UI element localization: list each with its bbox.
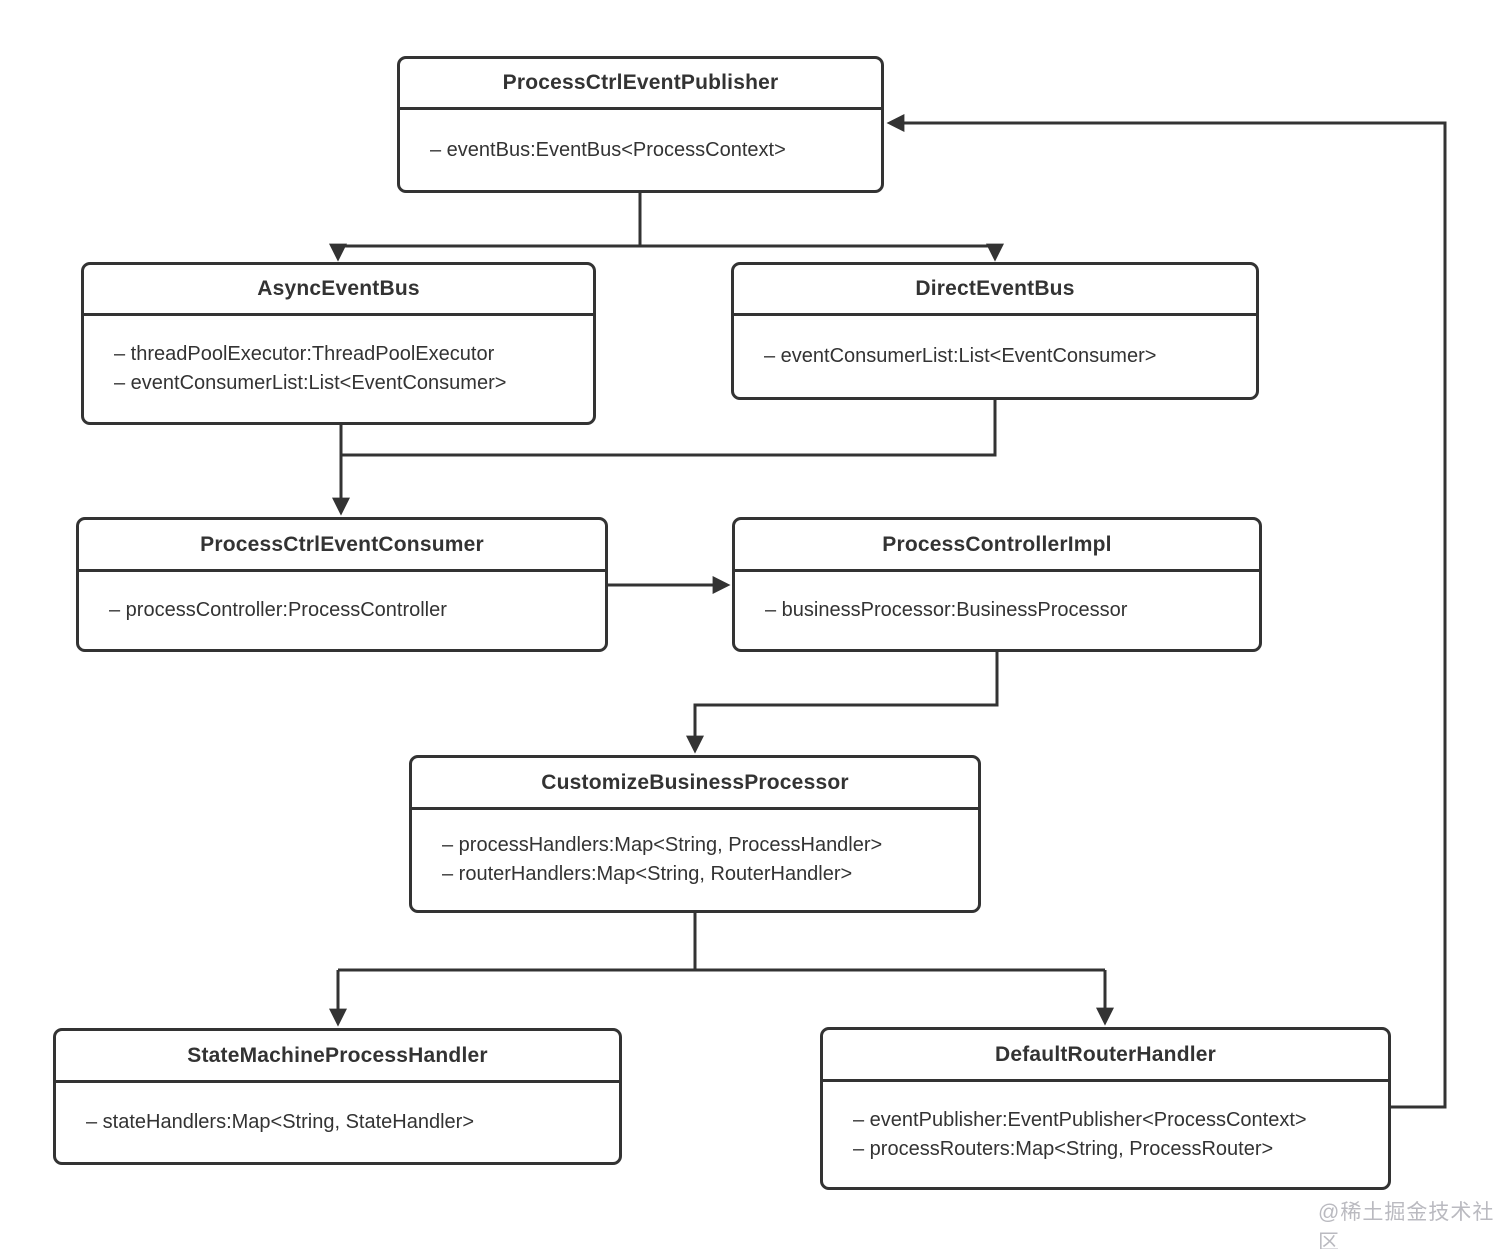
- class-attributes: – processHandlers:Map<String, ProcessHan…: [412, 810, 978, 910]
- class-title: ProcessControllerImpl: [735, 520, 1259, 572]
- class-box-process-ctrl-event-consumer: ProcessCtrlEventConsumer – processContro…: [76, 517, 608, 652]
- class-attribute: – eventBus:EventBus<ProcessContext>: [430, 138, 786, 161]
- class-title: CustomizeBusinessProcessor: [412, 758, 978, 810]
- class-attributes: – eventBus:EventBus<ProcessContext>: [400, 110, 881, 190]
- class-title: ProcessCtrlEventPublisher: [400, 59, 881, 110]
- class-box-state-machine-process-handler: StateMachineProcessHandler – stateHandle…: [53, 1028, 622, 1165]
- arrow-controller-impl-to-customize-processor: [686, 652, 999, 754]
- class-box-default-router-handler: DefaultRouterHandler – eventPublisher:Ev…: [820, 1027, 1391, 1190]
- class-attributes: – eventConsumerList:List<EventConsumer>: [734, 316, 1256, 397]
- class-attribute: – eventConsumerList:List<EventConsumer>: [764, 345, 1157, 367]
- class-attribute: – processHandlers:Map<String, ProcessHan…: [442, 834, 883, 856]
- class-title: StateMachineProcessHandler: [56, 1031, 619, 1083]
- class-attribute: – routerHandlers:Map<String, RouterHandl…: [442, 863, 853, 885]
- class-attributes: – stateHandlers:Map<String, StateHandler…: [56, 1083, 619, 1162]
- class-box-process-ctrl-event-publisher: ProcessCtrlEventPublisher – eventBus:Eve…: [397, 56, 884, 193]
- class-box-direct-event-bus: DirectEventBus – eventConsumerList:List<…: [731, 262, 1259, 400]
- class-attribute: – processRouters:Map<String, ProcessRout…: [853, 1137, 1274, 1160]
- class-attribute: – threadPoolExecutor:ThreadPoolExecutor: [114, 343, 495, 365]
- class-attribute: – eventPublisher:EventPublisher<ProcessC…: [853, 1108, 1307, 1131]
- class-title: DirectEventBus: [734, 265, 1256, 316]
- class-box-process-controller-impl: ProcessControllerImpl – businessProcesso…: [732, 517, 1262, 652]
- class-title: ProcessCtrlEventConsumer: [79, 520, 605, 572]
- class-attributes: – businessProcessor:BusinessProcessor: [735, 572, 1259, 649]
- class-attribute: – stateHandlers:Map<String, StateHandler…: [86, 1111, 474, 1133]
- class-box-customize-business-processor: CustomizeBusinessProcessor – processHand…: [409, 755, 981, 913]
- class-attribute: – processController:ProcessController: [109, 599, 447, 621]
- class-box-async-event-bus: AsyncEventBus – threadPoolExecutor:Threa…: [81, 262, 596, 425]
- class-attributes: – eventPublisher:EventPublisher<ProcessC…: [823, 1082, 1388, 1187]
- watermark: @稀土掘金技术社区: [1318, 1201, 1495, 1249]
- class-attributes: – processController:ProcessController: [79, 572, 605, 649]
- class-attributes: – threadPoolExecutor:ThreadPoolExecutor …: [84, 316, 593, 422]
- class-attribute: – businessProcessor:BusinessProcessor: [765, 599, 1128, 621]
- class-title: DefaultRouterHandler: [823, 1030, 1388, 1082]
- class-attribute: – eventConsumerList:List<EventConsumer>: [114, 372, 507, 394]
- class-title: AsyncEventBus: [84, 265, 593, 316]
